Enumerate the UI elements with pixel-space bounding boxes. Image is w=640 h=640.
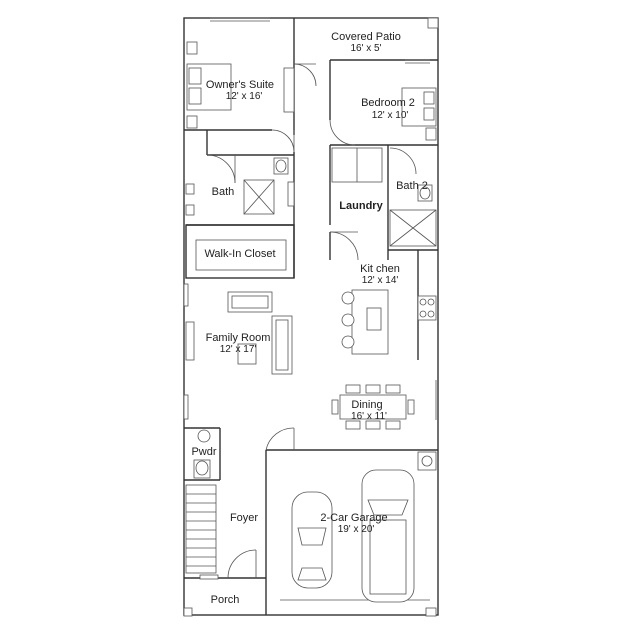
dining-table [331,380,437,430]
covered-patio-label: Covered Patio [331,31,401,43]
garage-van [361,469,415,603]
powder-walls [184,427,221,481]
porch-label: Porch [211,594,240,606]
owners-suite-dims: 12' x 16' [226,91,263,102]
dining-label: Dining [351,399,382,411]
owners-bed [186,41,295,129]
garage-label: 2-Car Garage [320,512,387,524]
kitchen-label: Kit chen [360,263,400,275]
bedroom-2-label: Bedroom 2 [361,97,415,109]
kitchen-dims: 12' x 14' [362,275,399,286]
bedroom2-walls [329,59,438,146]
entry-door [184,549,266,580]
dining-dims: 16' x 11' [351,411,387,422]
covered-patio-dims: 16' x 5' [350,43,381,54]
walk-in-closet [185,224,295,279]
bedroom-2-dims: 12' x 10' [372,110,409,121]
laundry-label: Laundry [339,200,383,212]
garage-dims: 19' x 20' [338,524,375,535]
walk-in-closet-label: Walk-In Closet [204,248,275,260]
family-room-dims: 12' x 17' [220,344,257,355]
family-room-fixtures [183,283,293,420]
bath-2-label: Bath 2 [396,180,428,192]
pwdr-label: Pwdr [191,446,216,458]
family-room-label: Family Room [206,332,271,344]
foyer-label: Foyer [230,512,258,524]
stairs [185,484,217,574]
exterior-walls [183,17,439,617]
laundry-walls [329,145,438,261]
bath-label: Bath [212,186,235,198]
garage-car [291,491,333,589]
kitchen-fixtures [341,250,437,360]
owners-suite-label: Owner's Suite [206,79,274,91]
